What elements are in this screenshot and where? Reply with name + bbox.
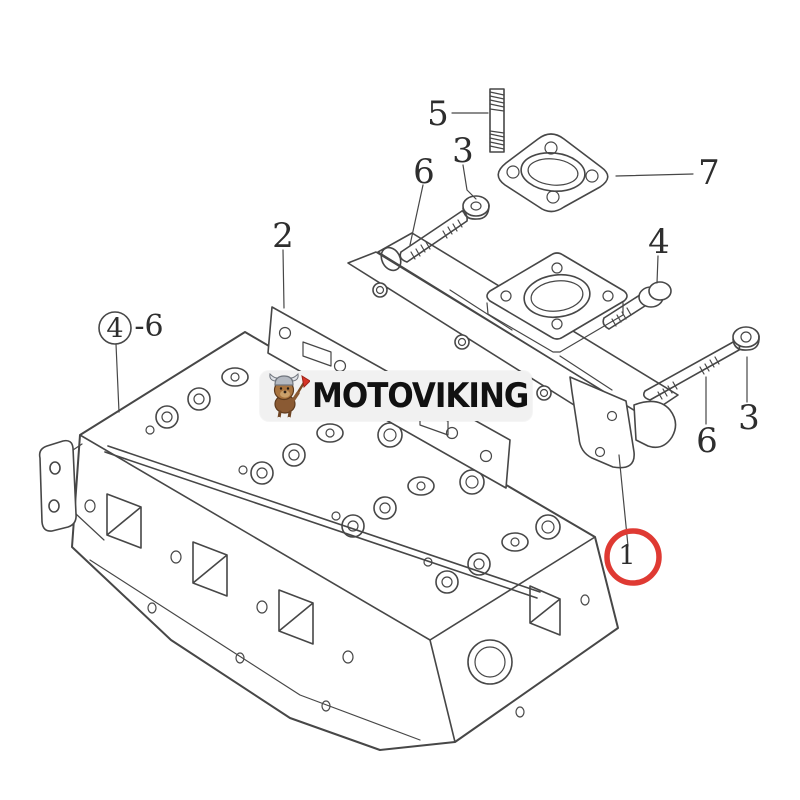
callout-part-2: 2 (272, 216, 294, 256)
head-end-bracket (38, 439, 77, 532)
group-callout-circle (98, 311, 132, 345)
callout-leader-lines (115, 112, 748, 547)
right-flange-nut-drawing (732, 326, 760, 351)
callout-part-6-right: 6 (696, 421, 718, 461)
right-stud-bolt-drawing (643, 340, 741, 401)
manifold-outlet-flange (569, 376, 635, 469)
highlight-circle (604, 528, 662, 586)
manifold-runner (377, 232, 679, 418)
head-side-port (529, 585, 561, 636)
callout-part-3-upper: 3 (452, 131, 474, 171)
watermark-text: MOTOVIKING (312, 376, 529, 416)
cylinder-head-drawing (38, 331, 619, 751)
rocker-valve-clusters (155, 367, 529, 594)
watermark-pill: MOTOVIKING (260, 371, 532, 421)
intake-manifold-drawing (347, 232, 679, 469)
callout-part-6-upper: 6 (413, 152, 435, 192)
upper-stud-bolt-drawing (399, 210, 468, 263)
callout-part-5: 5 (427, 94, 449, 134)
stud-drawing (489, 88, 505, 153)
callout-part-1-highlighted: 1 (618, 540, 636, 572)
head-intake-ports (106, 493, 314, 645)
callout-part-7: 7 (698, 153, 720, 193)
flange-bolt-drawing (602, 281, 672, 330)
viking-dog-icon (269, 372, 310, 420)
manifold-elbow-stub (633, 400, 677, 449)
head-front-holes (84, 499, 354, 712)
group-callout-circled-number: 4 (106, 313, 124, 345)
callout-part-4: 4 (648, 222, 670, 262)
thermostat-opening-circle (467, 639, 513, 685)
callout-part-3-right: 3 (738, 398, 760, 438)
upper-flange-nut-drawing (462, 195, 490, 220)
carb-gasket-drawing (497, 133, 609, 213)
head-top-holes (145, 425, 433, 567)
carb-gasket-outline (497, 133, 609, 213)
group-callout-suffix: -6 (134, 309, 164, 344)
